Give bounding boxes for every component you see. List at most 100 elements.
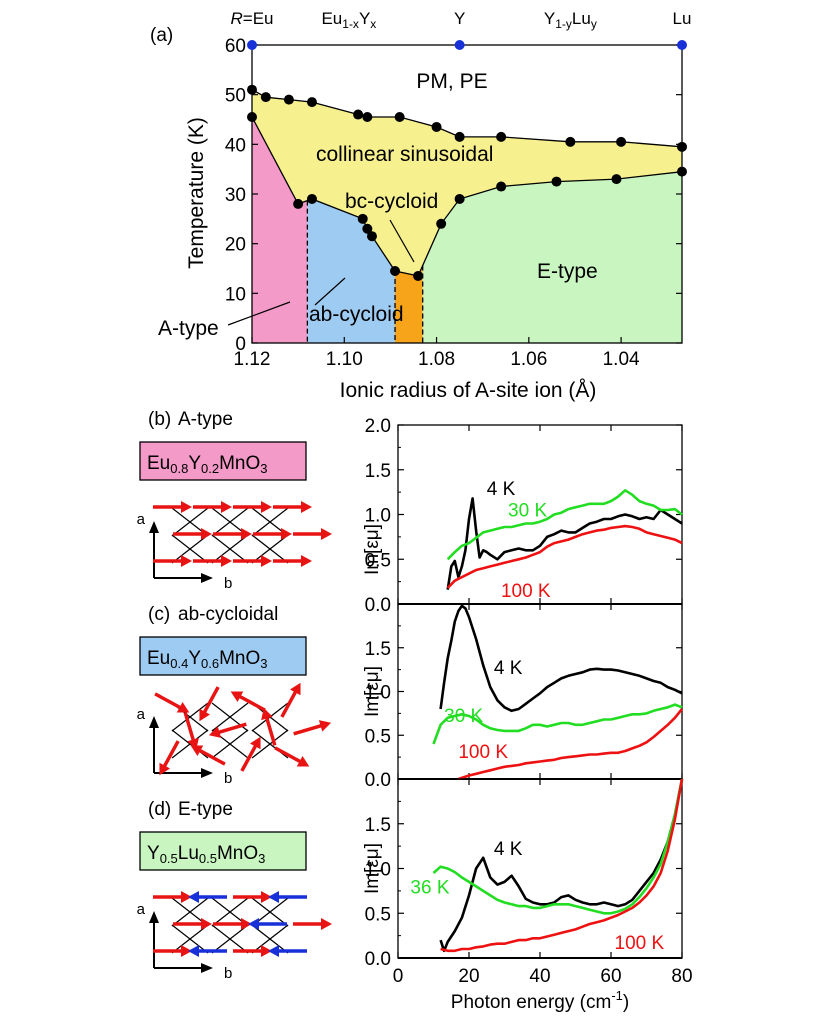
plot-frame [397,778,683,959]
spin-arrow-head [318,720,332,732]
y-tick-label: 0.5 [365,726,391,747]
spectrum-line [432,703,683,745]
a-axis-label: a [137,706,146,723]
arrow-head [201,573,213,583]
a-axis-label: a [137,901,146,918]
arrow-head [201,768,213,778]
transition-point [436,218,447,229]
spin-arrow-head [241,528,252,540]
spin-arrow-head [261,555,272,567]
spin-arrow-head [181,891,192,903]
spin-arrow-head [176,702,190,713]
region-label-bc-cycloid: bc-cycloid [345,190,438,213]
region-collinear [252,89,682,276]
lattice-line [171,897,209,927]
spin-arrow-head [261,945,272,957]
composition-marker [677,40,687,50]
spectrum-line [439,604,683,713]
spin-arrow-head [321,918,332,930]
transition-point [357,213,368,224]
region-label-collinear: collinear sinusoidal [316,143,493,166]
y-tick-label: 10 [225,284,246,305]
y-tick-label: 30 [225,185,246,206]
panel-label: (b) [148,409,171,430]
y-tick-label: 20 [225,235,246,256]
magnetic-type-label: E-type [178,799,233,820]
x-tick-label: 40 [529,966,550,987]
y-axis-title: Im[εμ] [362,666,383,717]
spin-arrow-head [268,945,279,957]
spin-arrow-head [188,891,199,903]
y-tick-label: 2.0 [365,416,391,437]
x-tick-label: 1.06 [510,349,547,370]
x-tick-label: 1.12 [234,349,271,370]
phase-regions [252,89,682,343]
lattice-line [171,507,209,537]
chemical-formula: Y0.5Lu0.5MnO3 [147,843,265,866]
lattice-line [251,924,289,954]
spin-arrow-head [248,918,259,930]
spectrum-line [432,778,684,915]
y-tick-label: 1.0 [365,506,391,527]
transition-point [413,270,424,281]
transition-point [353,109,364,120]
spectrum-line [446,524,683,589]
composition-label: Eu1-xYx [321,9,376,31]
spin-arrow-head [201,528,212,540]
transition-point [293,198,304,209]
a-axis-label: a [137,511,146,528]
y-tick-label: 1.5 [365,461,391,482]
composition-label: Y [454,9,465,28]
spin-arrow-head [181,555,192,567]
panel-label-a: (a) [150,25,173,46]
region-label-e-type: E-type [537,260,598,283]
y-tick-label: 50 [225,86,246,107]
composition-marker [454,40,465,50]
lattice-line [251,507,289,537]
formula-box [139,636,307,676]
leader-line-a [227,301,291,326]
b-axis-label: b [224,770,232,787]
series-label: 4 K [487,479,516,500]
y-tick-label: 1.0 [365,860,391,881]
magnetic-type-label: A-type [178,409,233,430]
spin-arrow-head [190,745,204,756]
series-label: 4 K [494,658,523,679]
plot-frame [397,603,683,780]
chemical-formula: Eu0.4Y0.6MnO3 [147,648,268,671]
x-tick-label: 60 [600,966,621,987]
lattice-line [211,924,249,954]
formula-box [139,831,307,871]
y-tick-label: 1.5 [365,815,391,836]
x-axis-title: Photon energy (cm-1) [451,988,629,1013]
spectrum-line [457,708,684,781]
transition-point [496,131,507,142]
spin-arrow-head [199,708,210,722]
transition-point [616,136,627,147]
spectrum-line [446,488,683,561]
transition-point [394,112,405,123]
spin-arrow-head [188,945,199,957]
spectrum-line [446,497,683,590]
series-label: 4 K [494,839,523,860]
lattice-line [171,924,209,954]
lattice-line [211,897,249,927]
series-label: 100 K [615,933,665,954]
y-tick-label: 0.5 [365,550,391,571]
spin-arrow-head [201,918,212,930]
spin-arrow-head [230,691,244,702]
spin-arrow-head [181,945,192,957]
lattice-line [251,729,289,759]
transition-point [565,136,576,147]
transition-point [306,97,317,108]
spin-arrow-head [159,762,170,776]
transition-point [454,131,465,142]
transition-point [362,112,373,123]
arrow-head [149,911,159,923]
